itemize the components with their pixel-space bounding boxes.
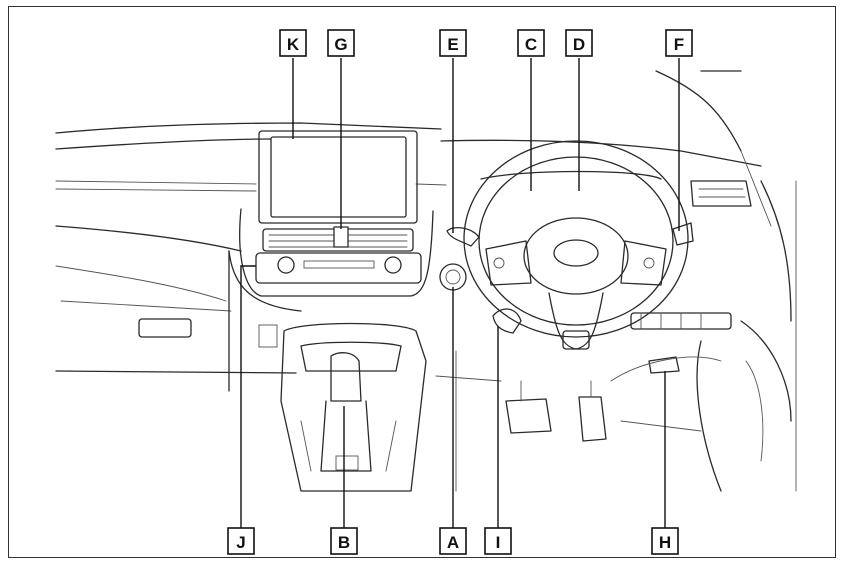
label-F-text: F — [674, 35, 684, 54]
label-A-text: A — [447, 533, 459, 552]
callout-label-D: D — [565, 29, 593, 57]
dashboard-illustration: K G E C D F J B A I H — [55, 29, 797, 555]
leader-lines — [240, 58, 680, 528]
callout-label-B: B — [330, 527, 358, 555]
callout-label-J: J — [227, 527, 255, 555]
dashboard-drawing — [55, 70, 797, 492]
callout-label-I: I — [484, 527, 512, 555]
callout-label-K: K — [279, 29, 307, 57]
label-G-text: G — [334, 35, 347, 54]
label-K-text: K — [287, 35, 300, 54]
diagram-frame: K G E C D F J B A I H — [8, 6, 836, 558]
label-E-text: E — [447, 35, 458, 54]
label-J-text: J — [236, 533, 245, 552]
label-C-text: C — [525, 35, 537, 54]
label-I-text: I — [496, 533, 501, 552]
callout-label-C: C — [517, 29, 545, 57]
callout-label-A: A — [439, 527, 467, 555]
callout-label-E: E — [439, 29, 467, 57]
label-H-text: H — [659, 533, 671, 552]
label-D-text: D — [573, 35, 585, 54]
callout-label-G: G — [327, 29, 355, 57]
callout-label-F: F — [665, 29, 693, 57]
label-B-text: B — [338, 533, 350, 552]
callout-label-H: H — [651, 527, 679, 555]
